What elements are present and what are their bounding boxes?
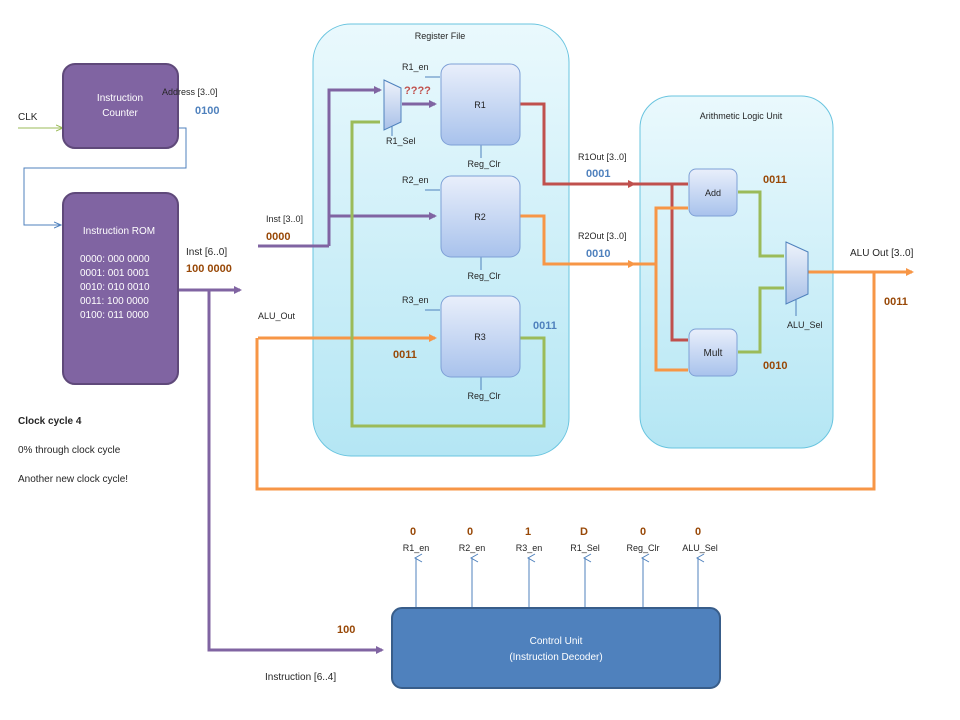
add-label: Add [705,188,721,198]
register-r2 [440,175,521,258]
alu-sel-signal-label: ALU_Sel [682,543,718,553]
instruction-rom-block [62,192,179,385]
alu-out-input-value: 0011 [393,349,417,361]
alu-out-label: ALU Out [3..0] [850,248,914,259]
counter-title-1: Instruction [97,93,143,104]
control-input-label: Instruction [6..4] [265,672,336,683]
r2-en-value: 0 [467,526,473,538]
mult-result-wire [738,286,784,354]
alu-title: Arithmetic Logic Unit [700,111,783,121]
r3-en-value: 1 [525,526,531,538]
rom-row: 0100: 011 0000 [80,310,149,321]
address-wire [23,127,187,225]
r1-clear-label: Reg_Clr [467,159,500,169]
r2-en-signal-label: R2_en [459,543,486,553]
mult-unit [688,328,738,377]
control-output-arrows [413,553,705,608]
r1-en-signal-label: R1_en [403,543,430,553]
inst-mux-wire [327,86,382,246]
alu-out-input-label: ALU_Out [258,311,296,321]
alu-select-mux [785,241,809,305]
rom-title: Instruction ROM [83,226,155,237]
alu-out-value: 0011 [884,296,908,308]
r2-mult-wire [654,264,688,372]
r2-name: R2 [474,212,486,222]
r1-enable-label: R1_en [402,62,429,72]
register-file-title: Register File [415,31,466,41]
register-r1 [440,63,521,146]
r2-enable-label: R2_en [402,175,429,185]
r1-sel-value: D [580,526,588,538]
rom-row: 0000: 000 0000 [80,254,150,265]
mult-result-value: 0010 [763,360,787,372]
inst-label: Inst [3..0] [266,214,303,224]
alu-feedback-wire [255,272,876,491]
alu-select-label: ALU_Sel [787,320,823,330]
counter-title-2: Counter [102,108,138,119]
rom-row: 0011: 100 0000 [80,296,149,307]
rom-row: 0001: 001 0001 [80,268,150,279]
clock-cycle-text: Clock cycle 4 [18,416,82,427]
reg-clr-value: 0 [640,526,646,538]
status-message: Another new clock cycle! [18,474,128,485]
r2-out-wire [520,214,636,268]
alu-sel-value: 0 [695,526,701,538]
control-unit-title-1: Control Unit [530,636,583,647]
rom-row: 0010: 010 0010 [80,282,150,293]
add-unit [688,168,738,217]
clk-label: CLK [18,112,38,123]
r1-mult-wire [670,184,688,342]
rom-output-label: Inst [6..0] [186,247,227,258]
r1-out-wire [520,102,636,188]
mult-label: Mult [704,348,723,359]
r3-en-signal-label: R3_en [516,543,543,553]
rom-output-value: 100 0000 [186,263,232,275]
r2-clear-label: Reg_Clr [467,271,500,281]
mux-select-label: R1_Sel [386,136,416,146]
r3-clear-label: Reg_Clr [467,391,500,401]
r1-name: R1 [474,100,486,110]
progress-text: 0% through clock cycle [18,445,121,456]
address-value: 0100 [195,105,219,117]
r3-out-value: 0011 [533,320,557,332]
control-signals: 0 0 1 D 0 0 R1_en R2_en R3_en R1_Sel Reg… [403,526,718,553]
r2-add-wire [634,206,688,266]
r3-name: R3 [474,332,486,342]
r3-enable-label: R3_en [402,295,429,305]
r2out-value: 0010 [586,248,610,260]
instruction-bus-wire [207,290,384,654]
add-result-value: 0011 [763,174,787,186]
r1-select-mux [383,79,402,131]
r1out-value: 0001 [586,168,610,180]
address-label: Address [3..0] [162,87,218,97]
control-input-value: 100 [337,624,355,636]
r1-sel-signal-label: R1_Sel [570,543,600,553]
inst-value: 0000 [266,231,290,243]
r2out-label: R2Out [3..0] [578,231,627,241]
r3-feedback-wire [350,120,546,428]
mux-output-value: ???? [404,85,431,97]
add-result-wire [738,190,784,258]
control-unit-title-2: (Instruction Decoder) [509,652,602,663]
r1-en-value: 0 [410,526,416,538]
control-unit-block [391,607,721,689]
r1out-label: R1Out [3..0] [578,152,627,162]
register-r3 [440,295,521,378]
reg-clr-signal-label: Reg_Clr [626,543,659,553]
instruction-counter-block [62,63,179,149]
